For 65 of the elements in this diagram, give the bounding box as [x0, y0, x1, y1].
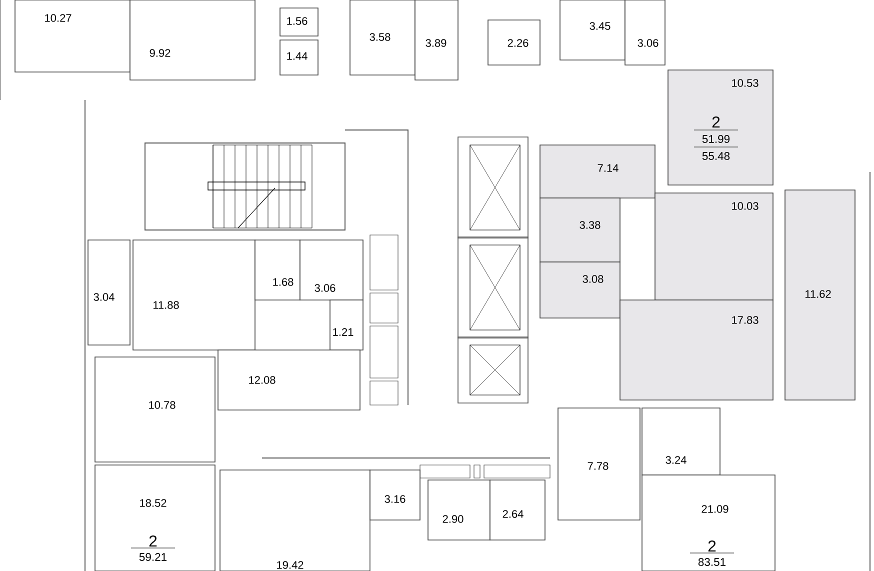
room [94, 464, 216, 571]
room-area: 11.88 [153, 301, 179, 309]
room [14, 0, 130, 72]
room [350, 0, 416, 76]
room-area: 11.62 [805, 290, 831, 298]
room-area: 3.24 [666, 456, 686, 464]
room-area: 17.83 [732, 316, 758, 324]
area-total: 59.21 [139, 553, 167, 561]
room-area: 3.58 [370, 33, 390, 41]
room [620, 300, 774, 400]
room-area: 3.08 [582, 275, 604, 283]
room-area: 3.16 [384, 495, 406, 503]
room [130, 0, 256, 80]
room-area: 2.26 [508, 39, 528, 47]
room [370, 470, 420, 520]
room-area: 3.04 [94, 293, 114, 301]
room-area: 3.89 [426, 39, 446, 47]
room [330, 300, 364, 350]
room [94, 356, 216, 462]
room [668, 70, 774, 186]
room [540, 262, 620, 318]
room-area: 1.68 [273, 278, 294, 286]
room [558, 408, 640, 520]
room-area: 1.56 [287, 17, 308, 25]
area-total: 51.99 [702, 135, 730, 143]
room-area: 19.42 [277, 561, 304, 569]
room-area: 2.90 [442, 515, 464, 523]
room-area: 3.06 [314, 284, 336, 292]
room-area: 2.64 [502, 510, 524, 518]
area-total: 55.48 [702, 152, 730, 160]
room-area: 10.78 [149, 401, 176, 409]
room [624, 0, 666, 66]
room-area: 10.03 [732, 202, 758, 210]
room [414, 0, 458, 80]
room-area: 10.27 [45, 14, 72, 22]
room-area: 18.52 [140, 499, 166, 507]
room [784, 190, 856, 400]
room [88, 240, 130, 346]
room-area: 1.44 [287, 52, 308, 60]
room [540, 198, 620, 262]
room [540, 144, 656, 198]
room [642, 408, 720, 476]
room [280, 40, 318, 76]
room-area: 7.78 [588, 462, 608, 470]
room-area: 9.92 [150, 49, 170, 57]
area-total: 83.51 [698, 558, 726, 566]
apartment-number: 2 [708, 540, 716, 552]
room-area: 7.14 [598, 164, 618, 172]
room-area: 1.21 [333, 328, 354, 336]
room-area: 3.38 [580, 221, 600, 229]
room [654, 192, 774, 300]
room [560, 0, 626, 60]
apartment-number: 2 [712, 116, 720, 128]
room-area: 21.09 [702, 505, 728, 513]
room-area: 12.08 [249, 376, 276, 384]
room [428, 480, 490, 540]
room [280, 8, 318, 36]
room [254, 240, 300, 300]
room-area: 10.53 [732, 79, 758, 87]
room-area: 3.06 [638, 39, 658, 47]
room [220, 470, 370, 571]
room [488, 20, 540, 66]
room [490, 480, 546, 540]
room-area: 3.45 [590, 22, 610, 30]
apartment-number: 2 [149, 535, 157, 547]
